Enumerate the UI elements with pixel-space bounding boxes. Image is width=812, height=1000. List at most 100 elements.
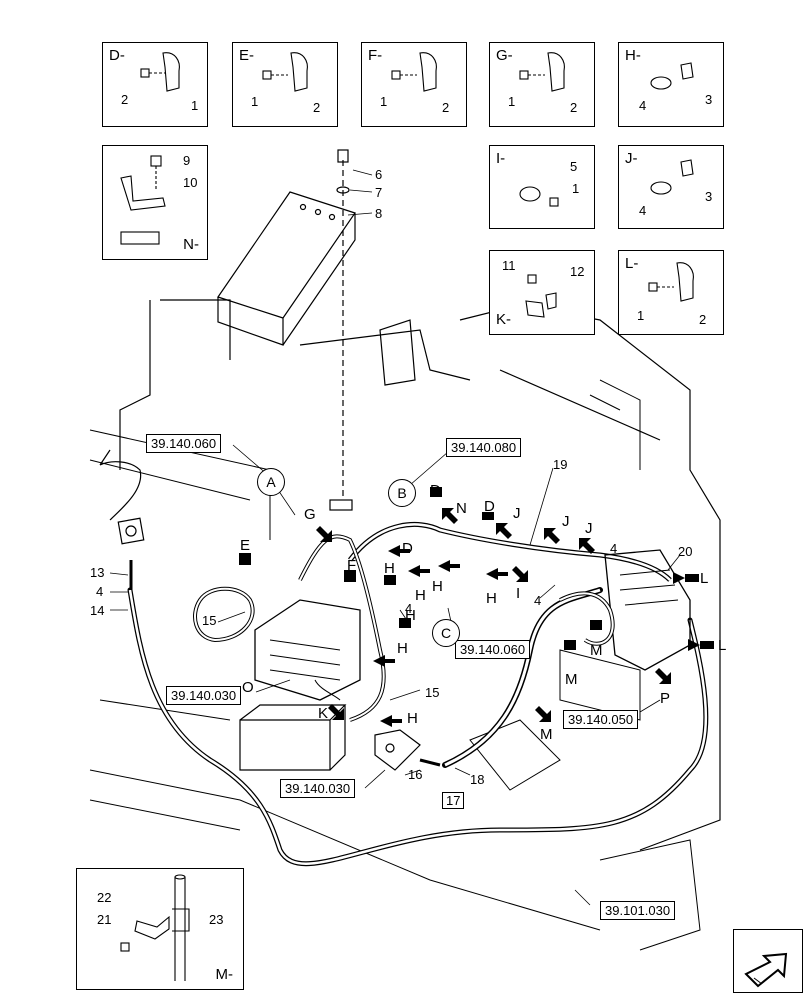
part-label: 1 [572, 181, 580, 196]
arrow-label-g: G [304, 506, 316, 523]
detail-title: H- [625, 47, 641, 64]
arrow-label-l: L [718, 637, 727, 654]
arrow-label-k: K [318, 705, 329, 722]
arrow-label-d: D [484, 498, 495, 515]
callout-circle-a: A [257, 468, 285, 496]
tie-clip-icon [650, 159, 694, 195]
part-label-15: 15 [202, 613, 217, 628]
ref-code-o[interactable]: 39.140.030 [166, 686, 242, 705]
arrow-h2 [408, 565, 430, 577]
ref-code-c[interactable]: 39.140.060 [455, 640, 531, 659]
detail-title: I- [496, 150, 506, 167]
part-label-19: 19 [553, 457, 568, 472]
arrow-h1 [384, 575, 396, 597]
part-label: 12 [570, 264, 585, 279]
part-label: 1 [191, 98, 199, 113]
part-label: 3 [705, 189, 713, 204]
arrow-label-h: H [384, 560, 395, 577]
fitting-block [374, 729, 421, 771]
detail-title: M- [215, 966, 234, 983]
part-label: 3 [705, 92, 713, 107]
part-label-13: 13 [90, 565, 105, 580]
clip-icon [519, 186, 559, 207]
part-label: 1 [637, 308, 645, 323]
arrow-label-p: P [660, 690, 671, 707]
detail-box-f: F- 1 2 [361, 42, 467, 127]
part-label: 10 [183, 175, 198, 190]
part-label: 2 [313, 100, 321, 115]
valve-block [254, 599, 361, 701]
clamp-icon [648, 262, 694, 302]
part-label-4: 4 [405, 601, 413, 616]
part-label: 4 [639, 203, 647, 218]
arrow-label-l: L [700, 570, 709, 587]
part-label: 1 [508, 94, 516, 109]
clamp-icon [262, 52, 308, 92]
part-label-4: 4 [534, 593, 542, 608]
detail-box-j: J- 3 4 [618, 145, 724, 229]
detail-box-i: I- 5 1 [489, 145, 595, 229]
detail-title: F- [368, 47, 383, 64]
arrow-label-j: J [562, 513, 570, 530]
arrow-label-h: H [397, 640, 408, 657]
detail-title: G- [496, 47, 513, 64]
detail-title: D- [109, 47, 125, 64]
arrow-e [239, 553, 251, 575]
arrow-label-o: O [242, 679, 254, 696]
block [239, 704, 347, 771]
part-label-7: 7 [375, 185, 383, 200]
arrow-label-j: J [513, 505, 521, 522]
arrow-h5 [399, 618, 411, 640]
clamp-icon [140, 52, 180, 92]
detail-box-l: L- 1 2 [618, 250, 724, 335]
detail-box-d: D- 2 1 [102, 42, 208, 127]
detail-box-k: K- 11 12 [489, 250, 595, 335]
ref-code-a[interactable]: 39.140.060 [146, 434, 222, 453]
detail-title: K- [496, 311, 511, 328]
part-label-6: 6 [375, 167, 383, 182]
part-label: 2 [442, 100, 450, 115]
arrow-g [316, 526, 332, 542]
arrow-j3 [579, 538, 595, 554]
detail-box-m: M- 22 21 23 [76, 868, 244, 990]
arrow-label-h: H [405, 607, 416, 624]
arrow-h4 [486, 568, 508, 580]
bracket-icon [120, 155, 166, 245]
detail-box-e: E- 1 2 [232, 42, 338, 127]
frame-outline-left [119, 299, 231, 470]
part-label-4: 4 [610, 541, 618, 556]
pipe-clamp-icon [120, 874, 190, 981]
part-label: 21 [97, 912, 112, 927]
part-label-16: 16 [408, 767, 423, 782]
connector-icon [525, 274, 557, 318]
arrow-d2 [482, 512, 494, 530]
ref-code-bottom[interactable]: 39.101.030 [600, 901, 676, 920]
part-label-4: 4 [96, 584, 104, 599]
page-navigation-arrow-icon[interactable] [733, 929, 803, 993]
arrow-label-f: F [347, 557, 357, 574]
arrow-label-h: H [486, 590, 497, 607]
clamp-icon [519, 52, 565, 92]
frame-bracket [299, 319, 471, 386]
arrow-i [512, 566, 528, 582]
arrow-h3 [438, 560, 460, 572]
detail-title: J- [625, 150, 638, 167]
part-label: 2 [570, 100, 578, 115]
ref-code-b[interactable]: 39.140.080 [446, 438, 522, 457]
arrow-label-m: M [540, 726, 553, 743]
arrow-n [442, 508, 458, 524]
ref-code-16[interactable]: 39.140.030 [280, 779, 356, 798]
part-label-8: 8 [375, 206, 383, 221]
detail-box-n: N- 9 10 [102, 145, 208, 260]
arrow-j2 [544, 528, 560, 544]
ref-code-p[interactable]: 39.140.050 [563, 710, 639, 729]
detail-box-h: H- 4 3 [618, 42, 724, 127]
arrow-label-e: E [240, 537, 251, 554]
callout-circle-b: B [388, 479, 416, 507]
arrow-m2 [564, 640, 576, 662]
part-label: 23 [209, 912, 224, 927]
detail-box-g: G- 1 2 [489, 42, 595, 127]
arrow-d3 [388, 545, 410, 557]
arrow-m3 [535, 706, 551, 722]
